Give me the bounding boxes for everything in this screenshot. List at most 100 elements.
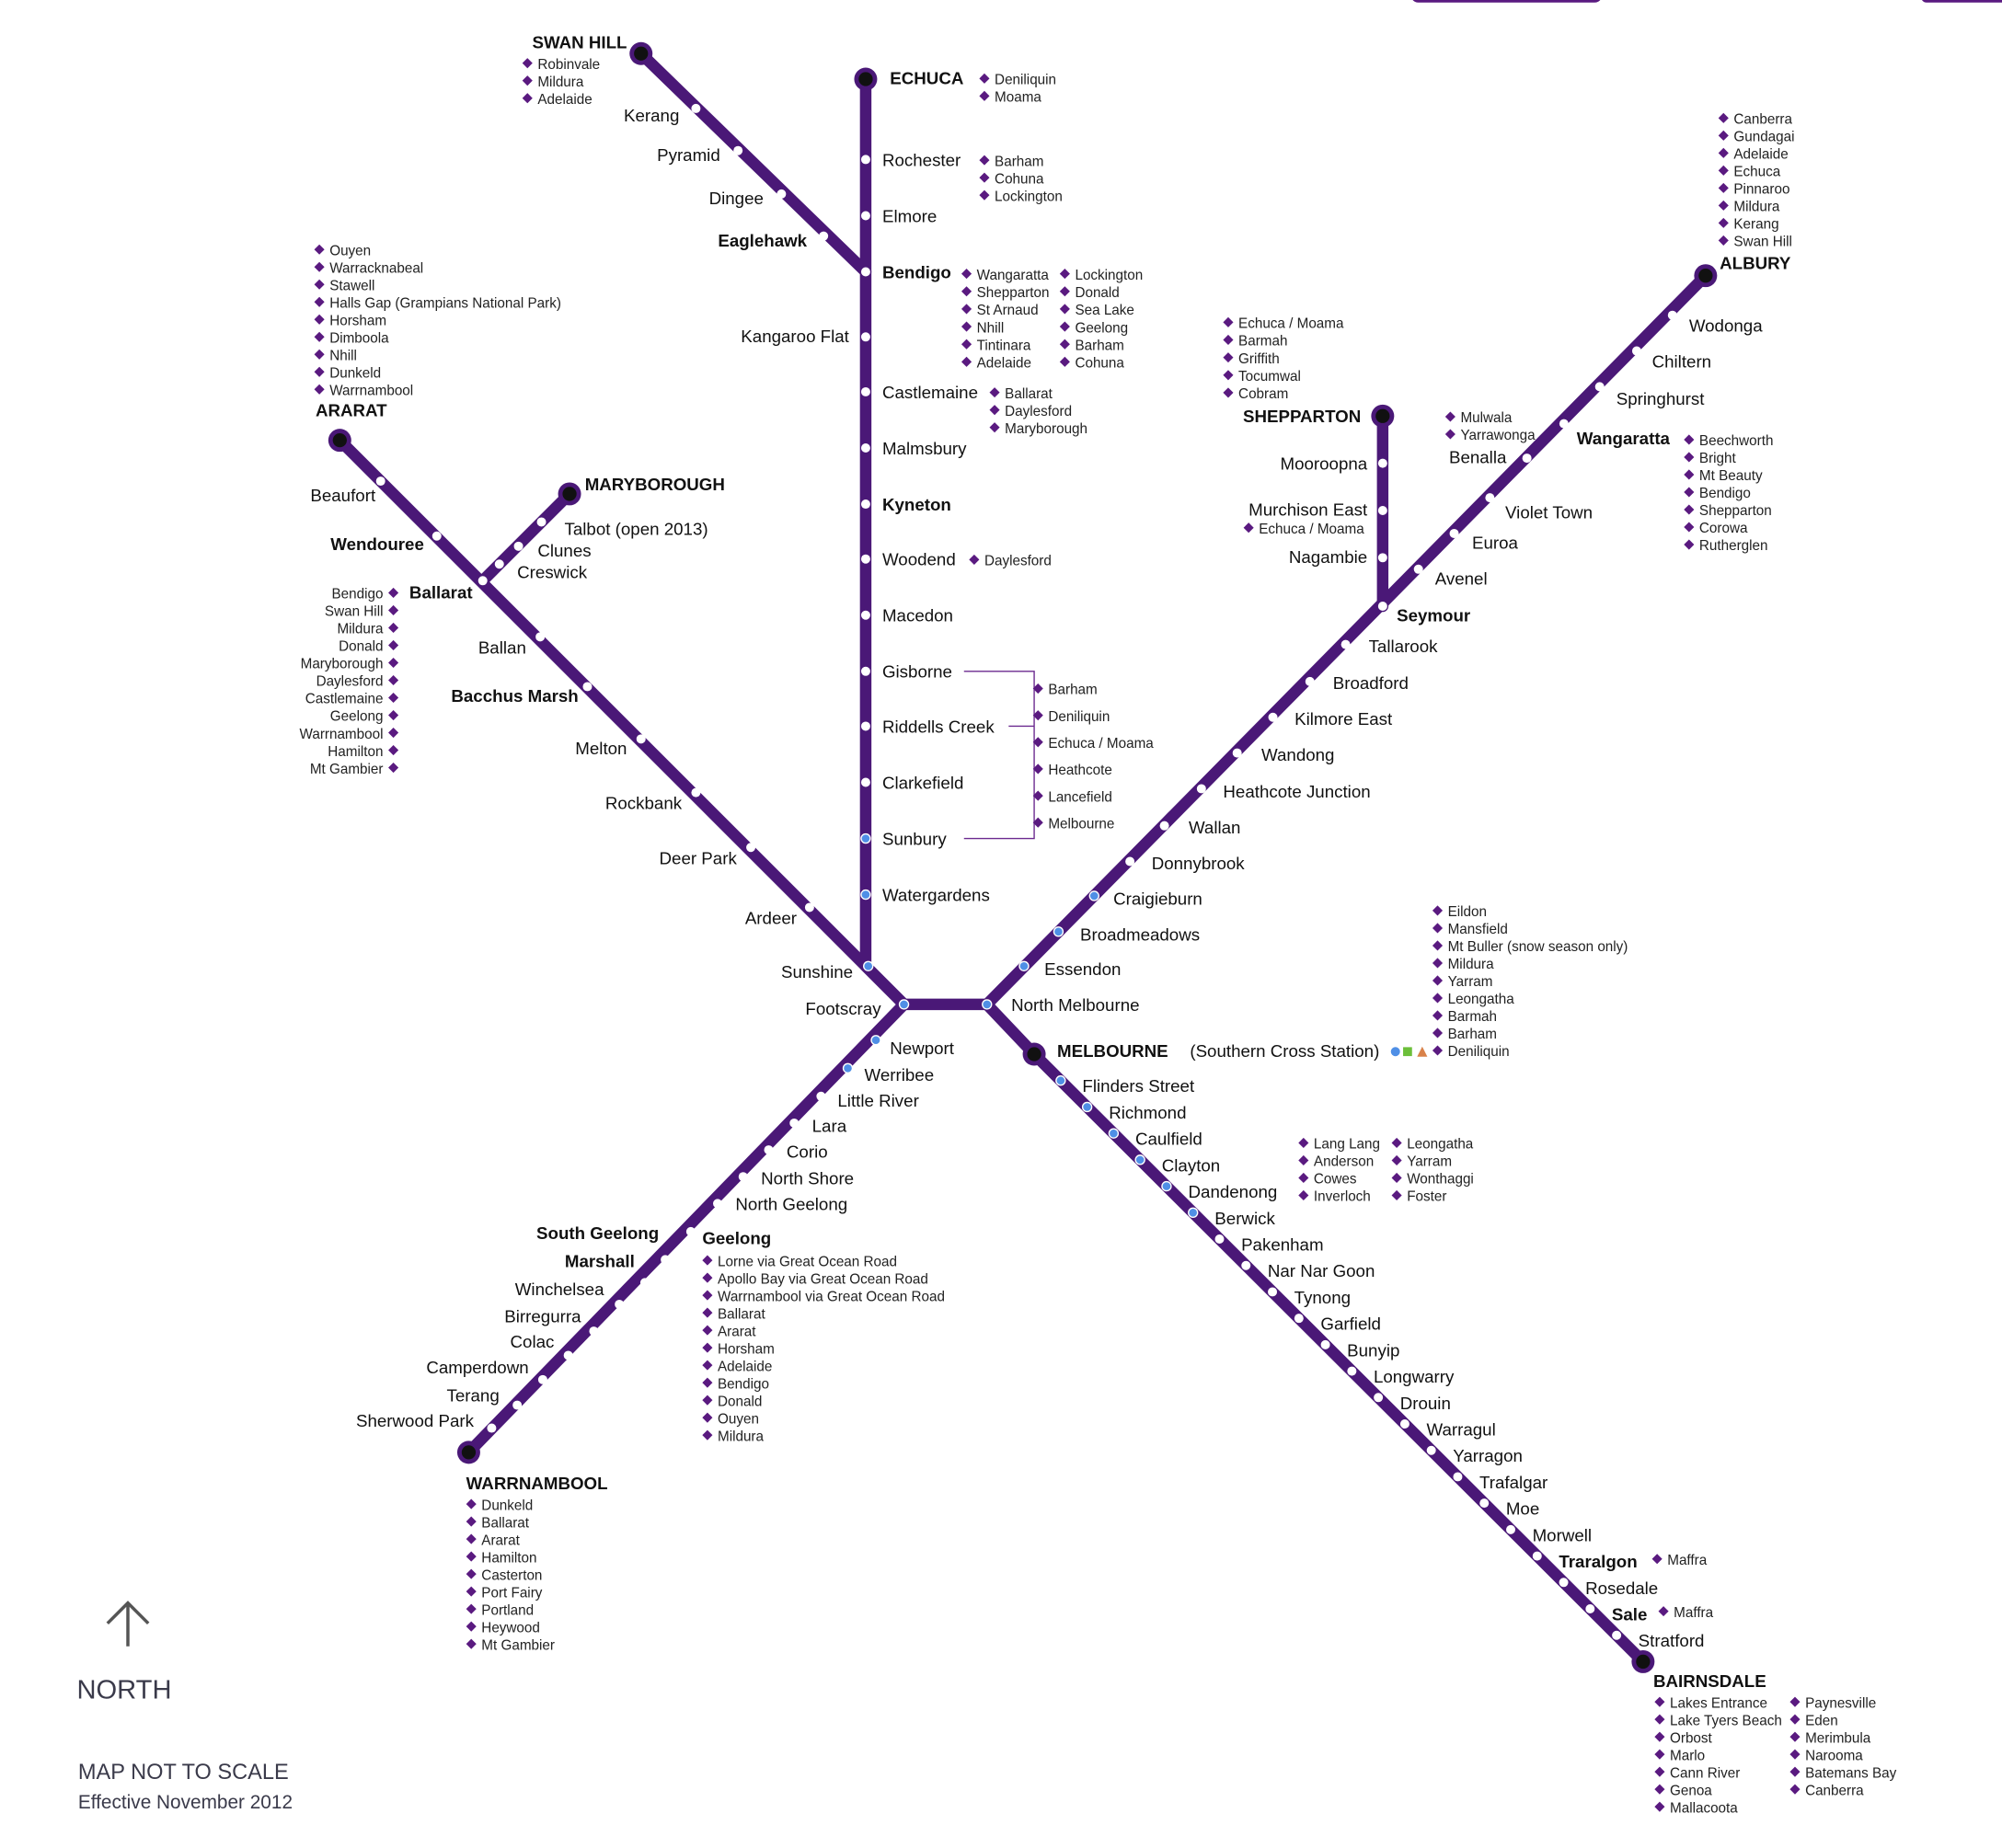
diamond-bullet-icon: [1298, 1154, 1309, 1166]
connection-destination: Barham: [1075, 338, 1123, 353]
diamond-bullet-icon: [702, 1255, 713, 1266]
metro-station-dot: [1018, 960, 1030, 971]
station-ballarat: Ballarat: [409, 576, 488, 603]
station-label: North Geelong: [735, 1194, 847, 1213]
connection-destination: Geelong: [330, 709, 384, 725]
station-label: Kangaroo Flat: [741, 327, 849, 346]
metro-station-dot: [1053, 926, 1064, 937]
station-heathcote-junction: Heathcote Junction: [1196, 782, 1371, 801]
station-label: Terang: [447, 1385, 500, 1405]
connection-destination: Gundagai: [1733, 130, 1794, 145]
station-label: Heathcote Junction: [1223, 782, 1370, 801]
diamond-bullet-icon: [1684, 539, 1695, 550]
station-dot: [691, 787, 701, 798]
terminus-dot: [1698, 269, 1713, 283]
connection-destination: Mansfield: [1448, 922, 1508, 937]
connection-destination: Maffra: [1674, 1605, 1713, 1621]
station-label: Rochester: [882, 150, 961, 169]
connection-destination: Port Fairy: [481, 1585, 542, 1601]
diamond-bullet-icon: [314, 349, 325, 360]
diamond-bullet-icon: [1432, 1010, 1444, 1021]
station-kangaroo-flat: Kangaroo Flat: [741, 327, 870, 346]
station-label: Bacchus Marsh: [451, 686, 578, 706]
connection-destination: Lang Lang: [1314, 1137, 1380, 1153]
connection-destination: Cohuna: [1075, 356, 1124, 372]
connection-destination: Yarram: [1448, 974, 1493, 990]
station-dot: [535, 632, 546, 642]
station-broadmeadows: Broadmeadows: [1053, 925, 1200, 945]
track-warrnambool: [463, 998, 910, 1459]
station-malmsbury: Malmsbury: [860, 439, 967, 458]
station-nagambie: Nagambie: [1289, 547, 1387, 567]
diamond-bullet-icon: [1718, 217, 1729, 228]
station-rochester: Rochester: [860, 150, 961, 169]
station-label: Creswick: [517, 563, 588, 582]
station-bendigo: Bendigo: [860, 262, 951, 281]
station-label: Marshall: [565, 1252, 635, 1271]
station-label: Ballarat: [409, 583, 473, 603]
station-label: Winchelsea: [515, 1280, 604, 1299]
station-watergardens: Watergardens: [860, 886, 990, 905]
station-geelong: Geelong: [685, 1226, 771, 1248]
station-label: Elmore: [882, 206, 937, 225]
connection-destination: St Arnaud: [977, 303, 1039, 318]
station-dot: [746, 843, 756, 853]
station-dot: [1399, 1419, 1409, 1429]
north-arrow-icon: [106, 1601, 150, 1647]
station-label: Dingee: [709, 189, 764, 208]
station-violet-town: Violet Town: [1485, 493, 1593, 522]
station-werribee: Werribee: [842, 1062, 934, 1085]
diamond-bullet-icon: [1654, 1784, 1665, 1795]
station-dot: [789, 1118, 800, 1128]
station-label: Birregurra: [504, 1306, 581, 1326]
station-label: Yarragon: [1453, 1446, 1523, 1465]
connection-destination: Eden: [1805, 1713, 1838, 1728]
connection-destination: Foster: [1407, 1189, 1446, 1205]
connection-destination: Lockington: [1075, 268, 1143, 283]
station-colac: Colac: [511, 1332, 573, 1360]
station-macedon: Macedon: [860, 606, 953, 626]
station-wodonga: Wodonga: [1667, 310, 1763, 336]
station-melton: Melton: [575, 734, 646, 758]
connection-destination: Portland: [481, 1602, 534, 1618]
connection-destination: Narooma: [1805, 1748, 1863, 1763]
connections-sale: Maffra: [1658, 1605, 1714, 1621]
station-dot: [1320, 1339, 1330, 1349]
connection-destination: Cann River: [1670, 1765, 1740, 1781]
station-kerang: Kerang: [624, 103, 701, 125]
connection-destination: Yarram: [1407, 1154, 1452, 1170]
diamond-bullet-icon: [1032, 817, 1043, 828]
connections-bairnsdale-2: PaynesvilleEdenMerimbulaNaroomaBatemans …: [1789, 1695, 1897, 1798]
station-wandong: Wandong: [1232, 745, 1334, 764]
station-ararat: ARARAT: [316, 400, 387, 453]
connection-destination: Barham: [1448, 1027, 1497, 1042]
station-nar-nar-goon: Nar Nar Goon: [1241, 1260, 1375, 1280]
station-label: North Melbourne: [1011, 995, 1139, 1015]
station-dot: [1485, 493, 1495, 503]
north-label: NORTH: [77, 1676, 172, 1705]
diamond-bullet-icon: [1432, 993, 1444, 1004]
diamond-bullet-icon: [1654, 1766, 1665, 1777]
station-dot: [860, 554, 870, 564]
diamond-bullet-icon: [961, 356, 972, 367]
station-dot: [1294, 1314, 1304, 1324]
station-label: Dandenong: [1189, 1182, 1278, 1201]
station-label: Traralgon: [1559, 1552, 1637, 1571]
station-dot: [589, 1326, 599, 1337]
diamond-bullet-icon: [969, 554, 980, 565]
connection-destination: Echuca: [1733, 165, 1780, 180]
diamond-bullet-icon: [388, 639, 399, 651]
connection-destination: Warrnambool via Great Ocean Road: [718, 1289, 945, 1304]
connection-destination: Stawell: [329, 279, 374, 294]
station-dot: [494, 559, 504, 569]
connection-destination: Tocumwal: [1238, 369, 1301, 385]
station-dot: [804, 902, 814, 913]
diamond-bullet-icon: [979, 155, 990, 166]
station-footscray: Footscray: [805, 999, 910, 1018]
diamond-bullet-icon: [314, 314, 325, 325]
station-label: Colac: [511, 1332, 555, 1351]
station-broadford: Broadford: [1305, 673, 1409, 693]
station-dot: [1594, 382, 1605, 392]
effective-date: Effective November 2012: [78, 1792, 293, 1813]
